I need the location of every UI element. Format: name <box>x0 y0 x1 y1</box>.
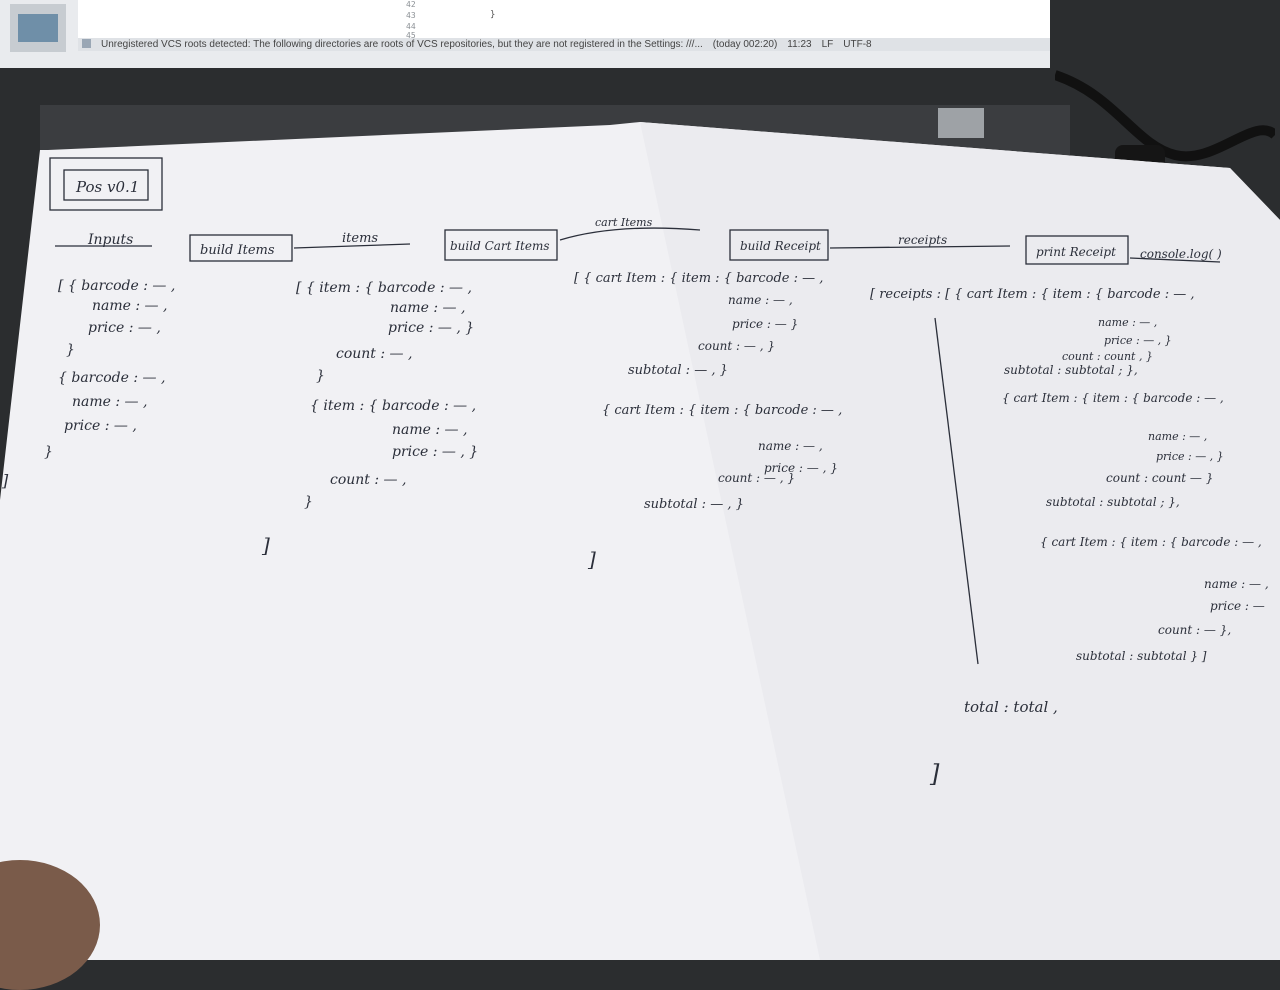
cart-items-line: price : — , } <box>764 461 838 475</box>
items-line: } <box>304 494 313 510</box>
title-inner-box <box>63 169 149 201</box>
items-line: [ { item : { barcode : — , <box>296 280 472 296</box>
cart-items-line: ] <box>587 547 596 571</box>
status-message[interactable]: Unregistered VCS roots detected: The fol… <box>101 39 703 50</box>
items-arrow-label: items <box>342 231 378 246</box>
monitor-screen: 42 43 44 45 } Unregistered VCS roots det… <box>0 0 1050 68</box>
items-line: count : — , <box>330 472 406 488</box>
inputs-line: [ { barcode : — , <box>58 278 175 294</box>
items-line: { item : { barcode : — , <box>310 398 476 414</box>
print-receipt-label: print Receipt <box>1036 245 1116 259</box>
receipts-line: subtotal : subtotal ; }, <box>1004 363 1138 377</box>
receipts-line: { cart Item : { item : { barcode : — , <box>1040 535 1262 549</box>
ide-status-bar[interactable]: Unregistered VCS roots detected: The fol… <box>78 38 1050 51</box>
code-line: } <box>490 10 496 20</box>
build-cart-items-label: build Cart Items <box>450 239 550 253</box>
cart-items-line: name : — , <box>728 293 793 307</box>
items-line: price : — , } <box>392 444 478 460</box>
receipts-line: subtotal : subtotal } ] <box>1076 649 1207 663</box>
receipts-line: count : — }, <box>1158 623 1231 637</box>
line-number: 42 <box>406 0 416 9</box>
line-number: 45 <box>406 31 416 40</box>
build-items-box <box>189 234 293 262</box>
console-arrow <box>1129 257 1221 263</box>
receipts-line: { cart Item : { item : { barcode : — , <box>1002 391 1224 405</box>
inputs-line: name : — , <box>92 298 167 314</box>
receipts-line: name : — , <box>1148 430 1207 443</box>
receipts-line: ] <box>929 760 940 788</box>
cart-items-line: subtotal : — , } <box>644 497 744 512</box>
items-line: count : — , <box>336 346 412 362</box>
inputs-label: Inputs <box>87 232 133 248</box>
receipts-line: [ receipts : [ { cart Item : { item : { … <box>870 287 1195 302</box>
items-line: name : — , <box>392 422 467 438</box>
paper-sheet: Pos v0.1 Inputs build Items items build … <box>0 122 1280 960</box>
receipts-line: total : total , <box>964 698 1058 716</box>
receipts-scope-line <box>934 317 979 665</box>
cart-items-line: name : — , <box>758 439 823 453</box>
cart-items-line: price : — } <box>732 317 798 331</box>
title-frame <box>49 157 163 211</box>
line-separator[interactable]: LF <box>821 39 834 50</box>
build-receipt-box <box>729 229 829 261</box>
line-number: 44 <box>406 22 416 31</box>
receipts-line: subtotal : subtotal ; }, <box>1046 495 1180 509</box>
cart-items-line: count : — , } <box>718 471 795 485</box>
laptop-hinge <box>938 108 984 138</box>
receipts-line: price : — <box>1210 599 1265 613</box>
inputs-line: ] <box>1 471 9 490</box>
items-line: ] <box>261 533 270 557</box>
console-log-label: console.log( ) <box>1140 247 1222 261</box>
receipts-arrow <box>829 245 1011 249</box>
items-arrow <box>293 243 411 249</box>
title-text: Pos v0.1 <box>75 178 139 196</box>
build-cart-items-box <box>444 229 558 261</box>
inputs-line: } <box>44 444 53 460</box>
vcs-warning-icon <box>82 39 91 48</box>
build-receipt-label: build Receipt <box>740 239 821 253</box>
items-line: } <box>316 368 325 384</box>
receipts-line: count : count , } <box>1062 350 1153 363</box>
items-line: price : — , } <box>388 320 474 336</box>
inputs-line: price : — , <box>64 418 137 434</box>
inputs-line: name : — , <box>72 394 147 410</box>
cart-items-line: count : — , } <box>698 339 775 353</box>
inputs-line: { barcode : — , <box>58 370 165 386</box>
receipts-line: count : count — } <box>1106 471 1213 485</box>
cart-items-arrow-label: cart Items <box>595 216 653 229</box>
cart-items-arrow <box>559 227 701 241</box>
receipts-arrow-label: receipts <box>898 233 947 247</box>
receipts-line: name : — , <box>1098 316 1157 329</box>
cart-items-line: { cart Item : { item : { barcode : — , <box>602 403 842 418</box>
receipts-line: price : — , } <box>1104 334 1172 347</box>
cart-items-line: [ { cart Item : { item : { barcode : — , <box>574 271 823 286</box>
code-editor: 42 43 44 45 } <box>78 0 1050 44</box>
inputs-line: } <box>66 342 75 358</box>
items-line: name : — , <box>390 300 465 316</box>
print-receipt-box <box>1025 235 1129 265</box>
receipts-line: name : — , <box>1204 577 1269 591</box>
file-encoding[interactable]: UTF-8 <box>843 39 872 50</box>
receipts-line: price : — , } <box>1156 450 1224 463</box>
cursor-position[interactable]: 11:23 <box>787 39 812 50</box>
build-items-label: build Items <box>200 243 275 258</box>
line-number: 43 <box>406 11 416 20</box>
cart-items-line: subtotal : — , } <box>628 363 728 378</box>
status-time: (today 002:20) <box>712 39 778 50</box>
inputs-line: price : — , <box>88 320 161 336</box>
desktop-thumbnail <box>10 4 66 52</box>
